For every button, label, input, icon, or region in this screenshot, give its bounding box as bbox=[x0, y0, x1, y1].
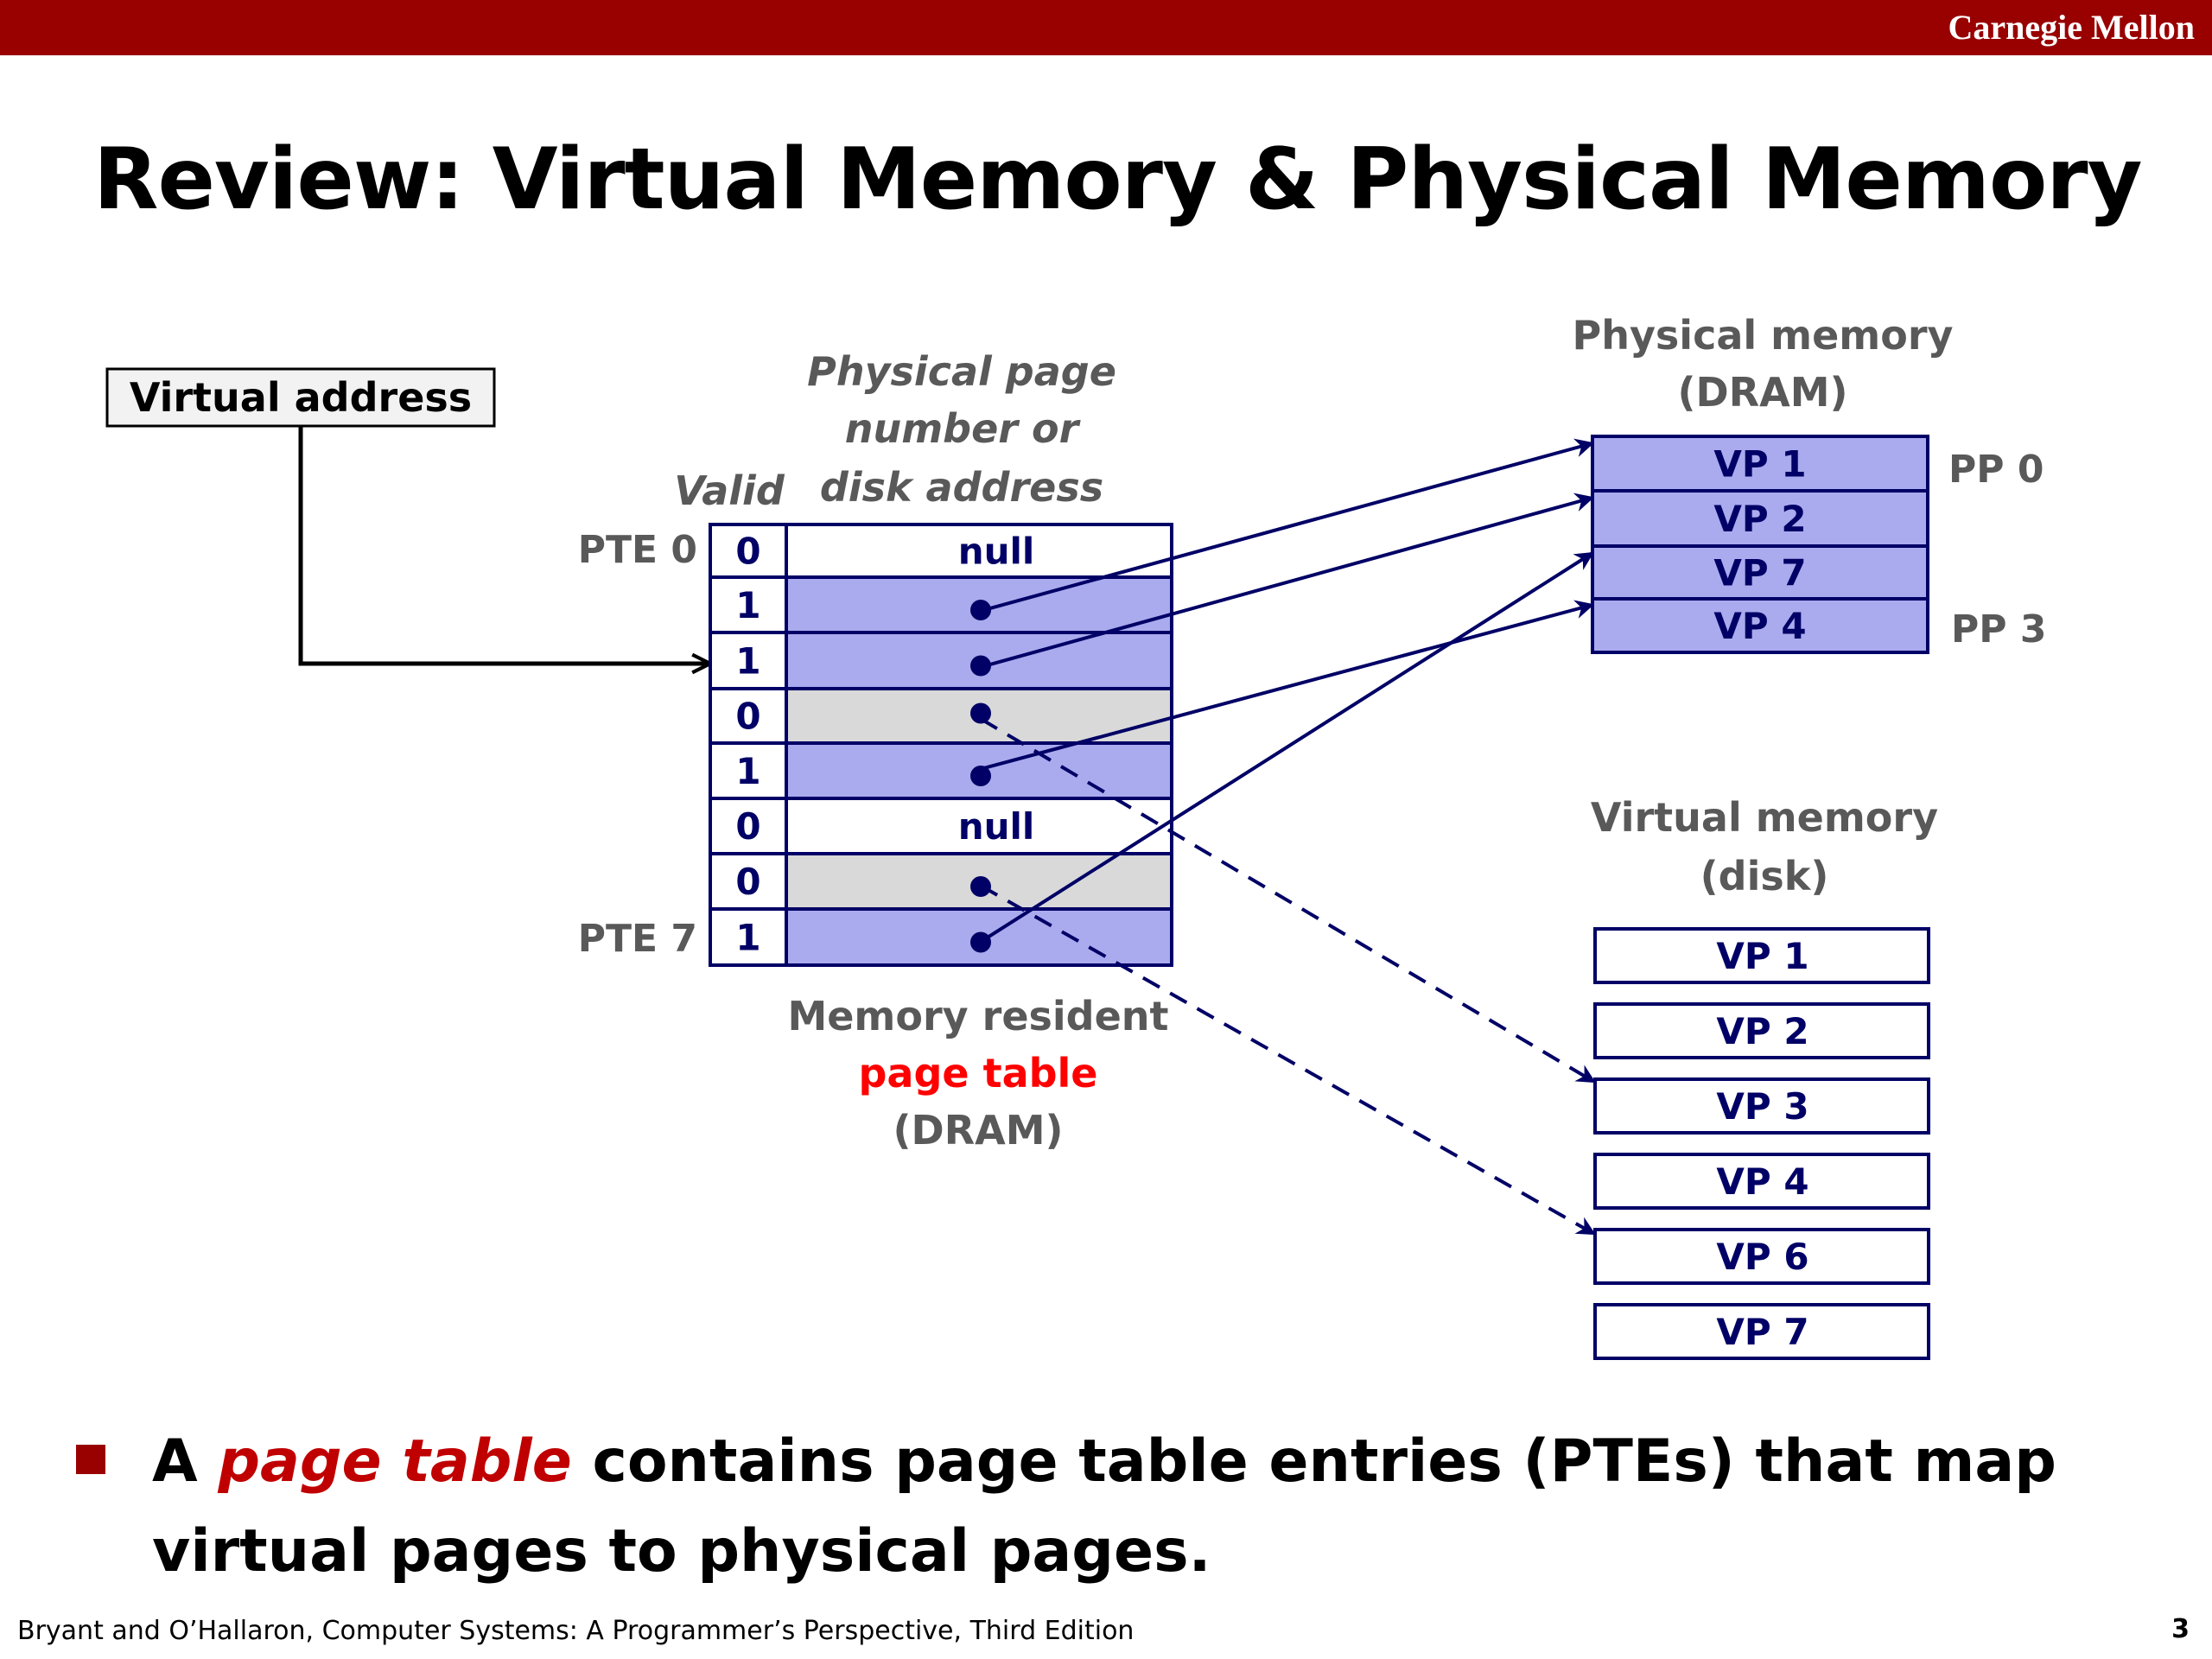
pte-valid-bit: 1 bbox=[735, 917, 760, 959]
bullet-rest-line1: contains page table entries (PTEs) that … bbox=[571, 1427, 2056, 1496]
pte-valid-bit: 1 bbox=[735, 750, 760, 792]
ppn-heading-line1: Physical page bbox=[807, 348, 1116, 395]
page-table: 0 null 1 1 0 1 0 null 0 1 bbox=[709, 523, 1173, 967]
arrow-pte6-to-disk-vp6 bbox=[980, 884, 1596, 1236]
physical-memory: VP 1 VP 2 VP 7 VP 4 bbox=[1591, 435, 1929, 654]
pte-null-entry: null bbox=[958, 805, 1035, 848]
bullet-square-icon bbox=[76, 1445, 105, 1474]
brand-logo-text: Carnegie Mellon bbox=[1948, 8, 2196, 47]
pte-entry-cell bbox=[785, 797, 1173, 855]
arrow-pte2-to-pp1 bbox=[980, 493, 1595, 669]
physical-page-label: VP 2 bbox=[1713, 498, 1806, 540]
pte-valid-bit: 1 bbox=[735, 584, 760, 626]
disk-page bbox=[1593, 1303, 1930, 1360]
virtual-address-arrow bbox=[298, 426, 710, 664]
arrow-pte1-to-pp0 bbox=[980, 438, 1595, 613]
disk-page bbox=[1593, 1153, 1930, 1210]
disk-page-label: VP 1 bbox=[1716, 935, 1808, 977]
virtual-address-box bbox=[105, 367, 496, 428]
pte-valid-bit: 0 bbox=[735, 696, 760, 738]
page-table-caption-line3: (DRAM) bbox=[893, 1107, 1063, 1154]
bullet-text: A page table contains page table entries… bbox=[152, 1417, 2139, 1597]
pte-valid-cell bbox=[709, 523, 788, 579]
virtual-address-label: Virtual address bbox=[130, 374, 472, 421]
virtual-memory: VP 1 VP 2 VP 3 VP 4 VP 6 VP 7 bbox=[1593, 927, 1930, 1360]
disk-page-label: VP 7 bbox=[1716, 1311, 1808, 1353]
bullet-emphasis: page table bbox=[218, 1427, 572, 1496]
physical-memory-title-line2: (DRAM) bbox=[1677, 369, 1847, 416]
pointer-dot bbox=[970, 766, 991, 786]
pte-last-label: PTE 7 bbox=[578, 917, 697, 961]
page-number: 3 bbox=[2171, 1614, 2190, 1644]
pointer-dot bbox=[970, 600, 991, 620]
bullet-prefix: A bbox=[152, 1427, 219, 1496]
pte-valid-cell bbox=[709, 741, 788, 800]
pte-valid-bit: 1 bbox=[735, 640, 760, 683]
page-table-caption-line2: page table bbox=[858, 1050, 1097, 1096]
physical-page-label: VP 4 bbox=[1713, 605, 1806, 647]
slide-title: Review: Virtual Memory & Physical Memory bbox=[93, 130, 2143, 229]
physical-page bbox=[1591, 435, 1929, 493]
disk-page-label: VP 4 bbox=[1716, 1160, 1808, 1203]
pte-valid-cell bbox=[709, 852, 788, 911]
disk-page bbox=[1593, 1002, 1930, 1059]
pte-valid-cell bbox=[709, 907, 788, 967]
disk-page bbox=[1593, 1228, 1930, 1285]
footer-citation: Bryant and O’Hallaron, Computer Systems:… bbox=[17, 1616, 1135, 1646]
virtual-memory-title-line2: (disk) bbox=[1700, 853, 1829, 899]
pte-valid-cell bbox=[709, 575, 788, 634]
header-bar: Carnegie Mellon bbox=[0, 0, 2212, 55]
disk-page-label: VP 2 bbox=[1716, 1010, 1808, 1052]
disk-page-label: VP 3 bbox=[1716, 1085, 1808, 1128]
virtual-memory-title-line1: Virtual memory bbox=[1591, 794, 1938, 841]
physical-memory-title-line1: Physical memory bbox=[1572, 312, 1953, 359]
pte-valid-bit: 0 bbox=[735, 805, 760, 848]
pointer-dot bbox=[970, 876, 991, 897]
valid-column-heading: Valid bbox=[674, 467, 785, 514]
physical-page-label: VP 1 bbox=[1713, 443, 1806, 486]
ppn-heading-line3: disk address bbox=[820, 464, 1103, 511]
physical-page-label: VP 7 bbox=[1713, 552, 1806, 594]
pointer-dots bbox=[970, 600, 991, 953]
disk-page bbox=[1593, 927, 1930, 984]
physical-page bbox=[1591, 544, 1929, 601]
pointer-dot bbox=[970, 655, 991, 677]
pte-valid-cell bbox=[709, 631, 788, 690]
pp0-label: PP 0 bbox=[1948, 448, 2044, 492]
arrow-pte4-to-pp3 bbox=[980, 600, 1595, 771]
arrow-pte3-to-disk-vp3 bbox=[979, 717, 1596, 1084]
pte-valid-bit: 0 bbox=[735, 861, 760, 903]
pointer-dot bbox=[970, 702, 991, 724]
pte-first-label: PTE 0 bbox=[578, 528, 697, 572]
arrow-pte7-to-pp2 bbox=[979, 551, 1594, 944]
ppn-heading-line2: number or bbox=[845, 405, 1082, 452]
pointer-dot bbox=[970, 931, 991, 953]
bullet-line2: virtual pages to physical pages. bbox=[152, 1517, 1211, 1586]
disk-page bbox=[1593, 1077, 1930, 1135]
pte-null-entry: null bbox=[958, 531, 1035, 573]
page-table-caption-line1: Memory resident bbox=[787, 993, 1168, 1039]
pp3-label: PP 3 bbox=[1951, 607, 2046, 652]
physical-page bbox=[1591, 597, 1929, 654]
pte-valid-bit: 0 bbox=[735, 531, 760, 573]
disk-page-label: VP 6 bbox=[1716, 1236, 1808, 1278]
